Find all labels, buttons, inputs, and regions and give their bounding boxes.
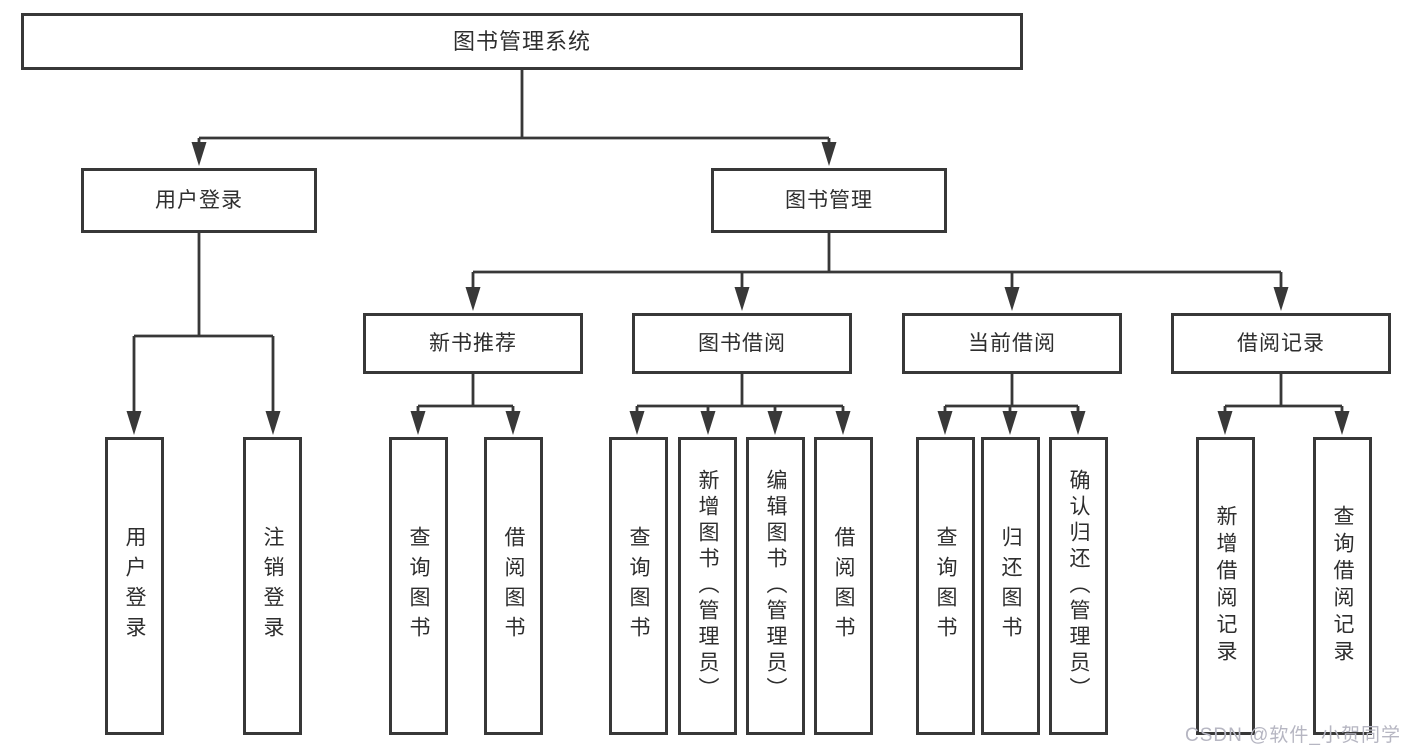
node-leaf-return-books: 归还图书 bbox=[981, 437, 1040, 735]
node-leaf-confirm-return-admin: 确认归还（管理员） bbox=[1049, 437, 1108, 735]
csdn-watermark: CSDN @软件_小贺同学 bbox=[1185, 725, 1401, 746]
node-current-borrowing: 当前借阅 bbox=[902, 313, 1122, 374]
node-leaf-query-books-borrowing: 查询图书 bbox=[609, 437, 668, 735]
node-leaf-query-books-current: 查询图书 bbox=[916, 437, 975, 735]
node-leaf-add-borrow-record: 新增借阅记录 bbox=[1196, 437, 1255, 735]
node-leaf-query-borrow-record: 查询借阅记录 bbox=[1313, 437, 1372, 735]
node-book-borrowing: 图书借阅 bbox=[632, 313, 852, 374]
node-new-book-recommend: 新书推荐 bbox=[363, 313, 583, 374]
node-book-management: 图书管理 bbox=[711, 168, 947, 233]
node-leaf-borrow-books-recommend: 借阅图书 bbox=[484, 437, 543, 735]
node-leaf-borrow-books-borrowing: 借阅图书 bbox=[814, 437, 873, 735]
node-borrowing-records: 借阅记录 bbox=[1171, 313, 1391, 374]
node-leaf-user-login: 用户登录 bbox=[105, 437, 164, 735]
node-root-library-system: 图书管理系统 bbox=[21, 13, 1023, 70]
node-leaf-query-books-recommend: 查询图书 bbox=[389, 437, 448, 735]
node-leaf-logout: 注销登录 bbox=[243, 437, 302, 735]
node-user-login: 用户登录 bbox=[81, 168, 317, 233]
node-leaf-edit-book-admin: 编辑图书（管理员） bbox=[746, 437, 805, 735]
node-leaf-add-book-admin: 新增图书（管理员） bbox=[678, 437, 737, 735]
